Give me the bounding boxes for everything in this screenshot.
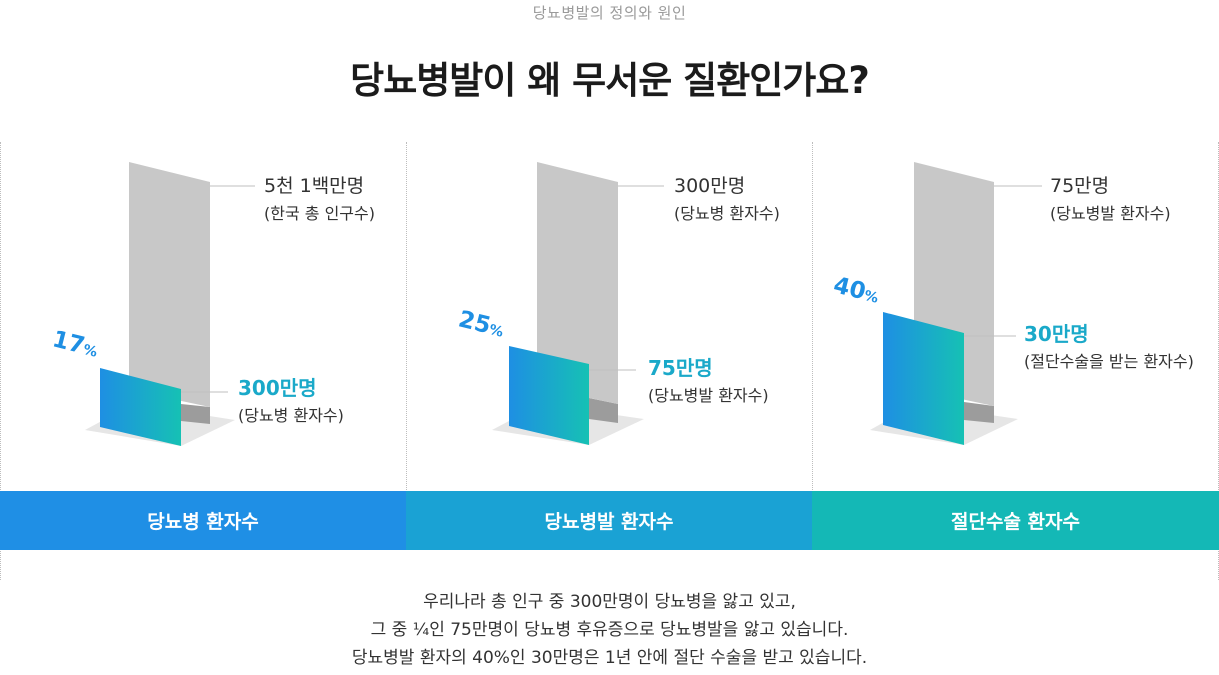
total-value: 5천 1백만명 [264, 175, 365, 197]
proportion-figure [492, 162, 664, 445]
total-label: 300만명 (당뇨병 환자수) [674, 172, 780, 228]
description-line: 그 중 ¼인 75만명이 당뇨병 후유증으로 당뇨병발을 앓고 있습니다. [370, 620, 849, 640]
total-label: 5천 1백만명 (한국 총 인구수) [264, 172, 375, 228]
part-caption: (당뇨병발 환자수) [648, 386, 769, 405]
description-line: 당뇨병발 환자의 40%인 30만명은 1년 안에 절단 수술을 받고 있습니다… [351, 648, 868, 668]
proportion-figure [85, 162, 255, 446]
portion-panel [509, 346, 589, 445]
category-bar-diabetic-foot: 당뇨병발 환자수 [406, 491, 812, 550]
part-caption: (절단수술을 받는 환자수) [1024, 352, 1194, 371]
part-value: 75만명 [648, 356, 713, 380]
portion-panel [883, 312, 964, 445]
total-caption: (한국 총 인구수) [264, 204, 375, 223]
total-value: 300만명 [674, 175, 746, 197]
panel-diabetic-foot: 300만명 (당뇨병 환자수) 75만명 (당뇨병발 환자수) 25% [406, 142, 812, 550]
proportion-figure [870, 162, 1042, 445]
divider [0, 142, 1, 580]
pillar-shadow [589, 398, 618, 423]
part-label: 300만명 (당뇨병 환자수) [238, 374, 344, 430]
page-title: 당뇨병발이 왜 무서운 질환인가요? [350, 59, 870, 102]
portion-panel [100, 368, 181, 446]
category-bar-amputation: 절단수술 환자수 [812, 491, 1219, 550]
divider [812, 142, 813, 490]
total-label: 75만명 (당뇨병발 환자수) [1050, 172, 1171, 228]
pillar-shadow [181, 404, 210, 424]
section-eyebrow: 당뇨병발의 정의와 원인 [532, 4, 687, 22]
total-pillar [129, 162, 210, 407]
divider [406, 142, 407, 490]
description: 우리나라 총 인구 중 300만명이 당뇨병을 앓고 있고, 그 중 ¼인 75… [0, 588, 1219, 672]
total-value: 75만명 [1050, 175, 1110, 197]
category-bar-diabetes: 당뇨병 환자수 [0, 491, 406, 550]
total-caption: (당뇨병 환자수) [674, 204, 780, 223]
panel-diabetes: 5천 1백만명 (한국 총 인구수) 300만명 (당뇨병 환자수) 17% [0, 142, 406, 550]
part-value: 30만명 [1024, 322, 1089, 346]
total-caption: (당뇨병발 환자수) [1050, 204, 1171, 223]
part-caption: (당뇨병 환자수) [238, 406, 344, 425]
panel-amputation: 75만명 (당뇨병발 환자수) 30만명 (절단수술을 받는 환자수) 40% [812, 142, 1218, 550]
part-label: 75만명 (당뇨병발 환자수) [648, 354, 769, 410]
total-pillar [537, 162, 618, 404]
pillar-shadow [964, 402, 994, 423]
comparison-panels: 5천 1백만명 (한국 총 인구수) 300만명 (당뇨병 환자수) 17% [0, 142, 1219, 550]
part-value: 300만명 [238, 376, 317, 400]
part-label: 30만명 (절단수술을 받는 환자수) [1024, 320, 1194, 376]
description-line: 우리나라 총 인구 중 300만명이 당뇨병을 앓고 있고, [423, 592, 796, 612]
